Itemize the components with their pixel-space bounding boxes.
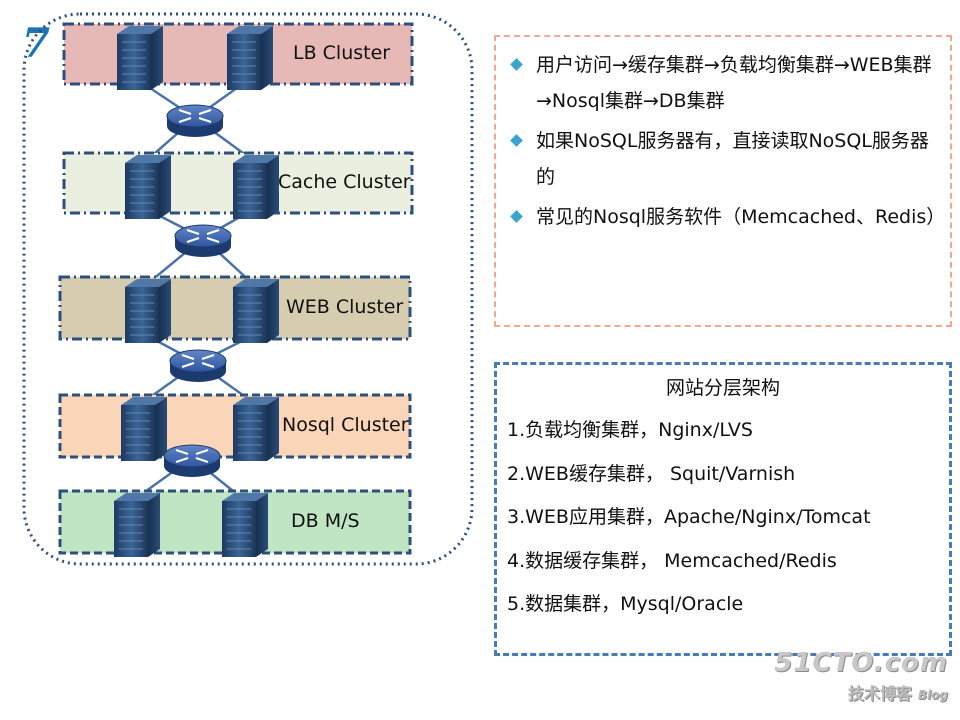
diamond-bullet-icon: [510, 58, 523, 71]
switch-arrow: [201, 362, 215, 368]
switch-arrow: [178, 109, 192, 115]
servers: [114, 26, 279, 557]
layers-box: 网站分层架构 1.负载均衡集群，Nginx/LVS 2.WEB缓存集群， Squ…: [494, 362, 952, 656]
server-icon: [227, 26, 273, 90]
cluster-label: Cache Cluster: [278, 171, 411, 193]
layer-item: 4.数据缓存集群， Memcached/Redis: [507, 549, 837, 572]
server-side: [155, 397, 167, 461]
layer-item: 1.负载均衡集群，Nginx/LVS: [507, 419, 753, 441]
server-front: [233, 163, 267, 219]
note-text: 常见的Nosql服务软件（Memcached、Redis）: [536, 206, 946, 228]
server-top: [233, 279, 279, 287]
server-icon: [125, 155, 171, 219]
cluster-label: Nosql Cluster: [282, 414, 409, 436]
switch-arrow: [206, 237, 220, 243]
cluster-label: DB M/S: [291, 510, 360, 532]
server-front: [233, 287, 267, 343]
server-top: [125, 155, 171, 163]
switch-arrow: [175, 457, 189, 463]
switch-arrow: [201, 354, 215, 360]
server-side: [159, 155, 171, 219]
diamond-bullet-icon: [510, 210, 523, 223]
server-front: [117, 34, 151, 90]
server-side: [267, 279, 279, 343]
server-side: [267, 155, 279, 219]
server-side: [151, 26, 163, 90]
switch-top: [166, 104, 224, 128]
switch-arrow: [198, 117, 212, 123]
watermark-site: 51CTO.com: [774, 648, 948, 678]
server-icon: [114, 493, 160, 557]
note-item: 如果NoSQL服务器有，直接读取NoSQL服务器的: [508, 123, 936, 195]
server-icon: [121, 397, 167, 461]
server-top: [114, 493, 160, 501]
server-icon: [125, 279, 171, 343]
switch-arrow: [181, 354, 195, 360]
switch-arrow: [186, 237, 200, 243]
cluster-label: LB Cluster: [293, 42, 391, 64]
switch-top: [169, 349, 227, 373]
server-front: [125, 287, 159, 343]
server-top: [121, 397, 167, 405]
diamond-bullet-icon: [510, 134, 523, 147]
server-top: [117, 26, 163, 34]
switch-arrow: [206, 229, 220, 235]
layer-item: 3.WEB应用集群，Apache/Nginx/Tomcat: [507, 506, 871, 528]
layer-item: 5.数据集群，Mysql/Oracle: [507, 593, 744, 615]
switch-top: [163, 444, 221, 468]
layers-title: 网站分层架构: [665, 377, 780, 399]
watermark-sub: 技术博客: [847, 684, 912, 703]
server-top: [233, 397, 279, 405]
server-front: [222, 501, 256, 557]
switch-arrow: [195, 449, 209, 455]
server-icon: [233, 155, 279, 219]
switch-icon: [163, 444, 221, 477]
server-top: [233, 155, 279, 163]
server-top: [125, 279, 171, 287]
server-icon: [233, 397, 279, 461]
switch-arrow: [198, 109, 212, 115]
note-text: 如果NoSQL服务器有，直接读取NoSQL服务器的: [536, 130, 929, 188]
server-front: [233, 405, 267, 461]
server-side: [159, 279, 171, 343]
outer-boundary: [22, 12, 474, 566]
layer-item: 2.WEB缓存集群， Squit/Varnish: [507, 462, 796, 485]
switch-arrow: [181, 362, 195, 368]
server-side: [261, 26, 273, 90]
server-side: [267, 397, 279, 461]
server-icon: [233, 279, 279, 343]
switch-icon: [174, 224, 232, 257]
server-front: [114, 501, 148, 557]
server-front: [125, 163, 159, 219]
switch-arrow: [186, 229, 200, 235]
server-icon: [117, 26, 163, 90]
switch-arrow: [195, 457, 209, 463]
site-watermark: 51CTO.com 技术博客 Blog: [774, 648, 948, 704]
architecture-diagram: [22, 12, 474, 566]
server-top: [227, 26, 273, 34]
switch-icon: [169, 349, 227, 382]
note-text: 用户访问→缓存集群→负载均衡集群→WEB集群→Nosql集群→DB集群: [536, 54, 932, 112]
note-item: 用户访问→缓存集群→负载均衡集群→WEB集群→Nosql集群→DB集群: [508, 47, 936, 119]
server-side: [148, 493, 160, 557]
cluster-label: WEB Cluster: [286, 296, 404, 318]
switch-arrow: [175, 449, 189, 455]
switch-arrow: [178, 117, 192, 123]
server-icon: [222, 493, 268, 557]
switch-top: [174, 224, 232, 248]
server-front: [227, 34, 261, 90]
server-side: [256, 493, 268, 557]
server-front: [121, 405, 155, 461]
server-top: [222, 493, 268, 501]
switch-icon: [166, 104, 224, 137]
watermark-blog: Blog: [917, 688, 948, 702]
note-item: 常见的Nosql服务软件（Memcached、Redis）: [508, 199, 945, 235]
notes-box: 用户访问→缓存集群→负载均衡集群→WEB集群→Nosql集群→DB集群 如果No…: [494, 35, 952, 327]
switches: [163, 104, 232, 477]
